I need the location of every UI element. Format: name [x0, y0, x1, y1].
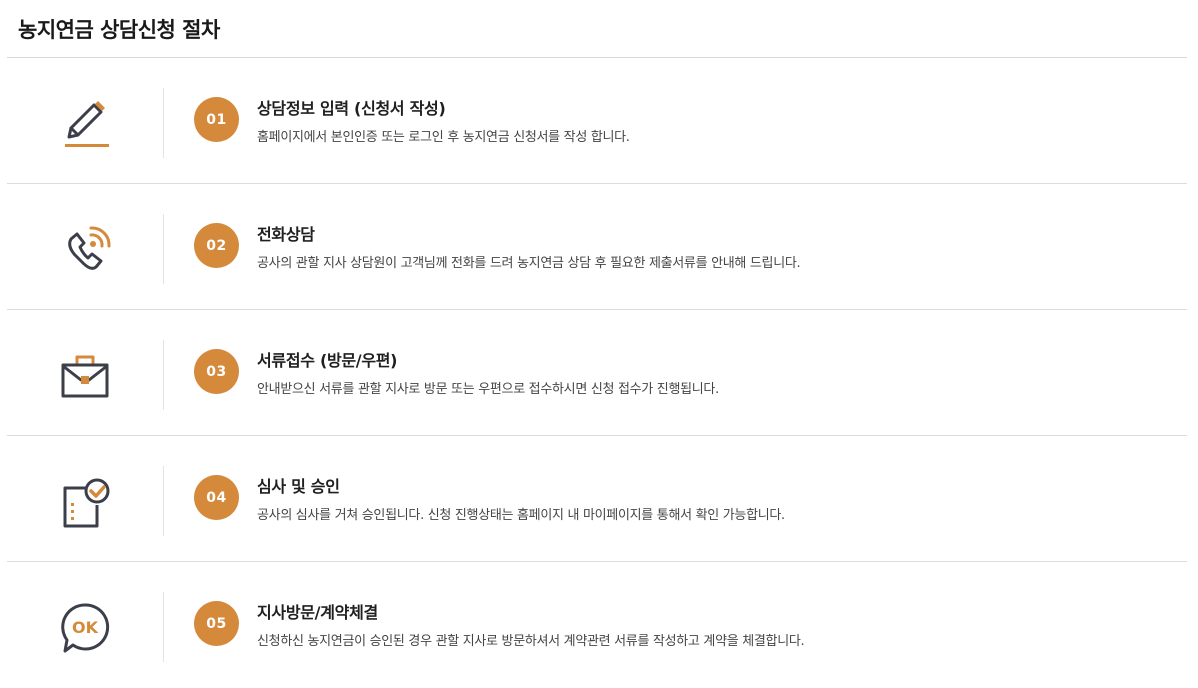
step-description: 공사의 심사를 거쳐 승인됩니다. 신청 진행상태는 홈페이지 내 마이페이지를… [257, 508, 785, 523]
step-description: 신청하신 농지연금이 승인된 경우 관할 지사로 방문하셔서 계약관련 서류를 … [257, 634, 805, 649]
step-description: 안내받으신 서류를 관할 지사로 방문 또는 우편으로 접수하시면 신청 접수가… [257, 382, 719, 397]
document-check-icon [57, 473, 113, 529]
vertical-divider [163, 340, 164, 410]
step-item: 04 심사 및 승인 공사의 심사를 거쳐 승인됩니다. 신청 진행상태는 홈페… [7, 436, 1187, 562]
step-number-badge: 03 [194, 349, 239, 394]
step-item: 02 전화상담 공사의 관할 지사 상담원이 고객님께 전화를 드려 농지연금 … [7, 184, 1187, 310]
vertical-divider [163, 214, 164, 284]
step-number-badge: 05 [194, 601, 239, 646]
step-number-badge: 04 [194, 475, 239, 520]
step-item: OK 05 지사방문/계약체결 신청하신 농지연금이 승인된 경우 관할 지사로… [7, 562, 1187, 688]
phone-call-icon [57, 221, 113, 277]
briefcase-icon [57, 347, 113, 403]
step-title: 상담정보 입력 (신청서 작성) [257, 99, 446, 118]
step-description: 공사의 관할 지사 상담원이 고객님께 전화를 드려 농지연금 상담 후 필요한… [257, 256, 801, 271]
svg-text:OK: OK [72, 618, 99, 637]
step-title: 서류접수 (방문/우편) [257, 351, 398, 370]
page-title: 농지연금 상담신청 절차 [18, 18, 220, 42]
step-title: 심사 및 승인 [257, 477, 340, 496]
vertical-divider [163, 466, 164, 536]
step-title: 전화상담 [257, 225, 315, 244]
step-list: 01 상담정보 입력 (신청서 작성) 홈페이지에서 본인인증 또는 로그인 후… [7, 58, 1187, 688]
title-divider [7, 57, 1187, 58]
ok-speech-bubble-icon: OK [57, 599, 113, 655]
step-number-badge: 02 [194, 223, 239, 268]
step-description: 홈페이지에서 본인인증 또는 로그인 후 농지연금 신청서를 작성 합니다. [257, 130, 630, 145]
vertical-divider [163, 88, 164, 158]
step-number-badge: 01 [194, 97, 239, 142]
step-title: 지사방문/계약체결 [257, 603, 378, 622]
procedure-page: 농지연금 상담신청 절차 01 상담정보 입력 (신청서 작성) 홈페이지에서 … [7, 18, 1187, 662]
step-item: 01 상담정보 입력 (신청서 작성) 홈페이지에서 본인인증 또는 로그인 후… [7, 58, 1187, 184]
pencil-icon [57, 95, 113, 151]
vertical-divider [163, 592, 164, 662]
step-item: 03 서류접수 (방문/우편) 안내받으신 서류를 관할 지사로 방문 또는 우… [7, 310, 1187, 436]
